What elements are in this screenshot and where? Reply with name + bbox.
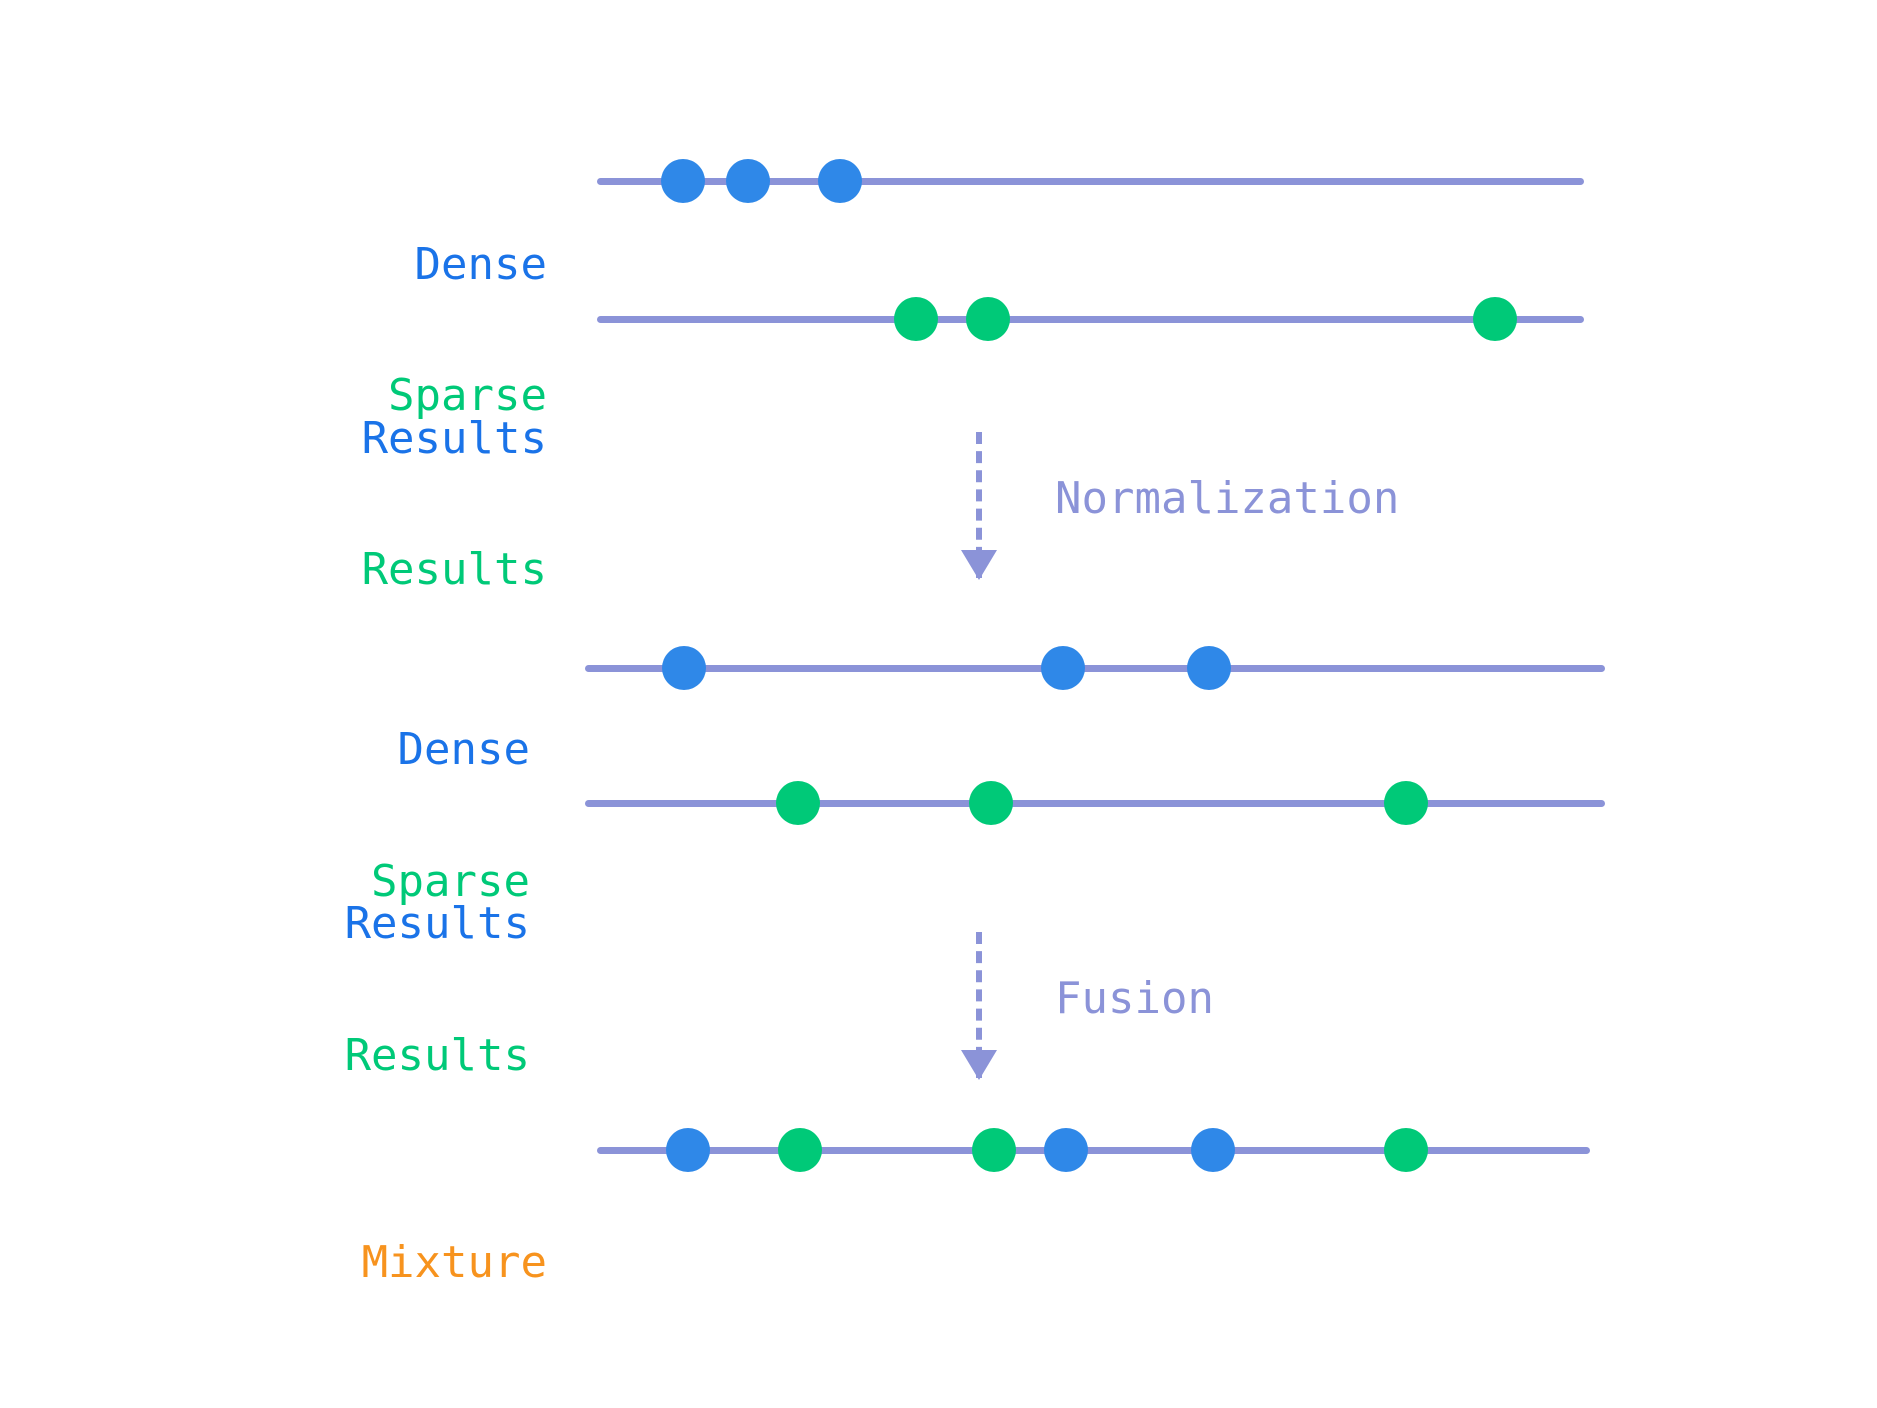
dot-top-dense-2: [726, 159, 770, 203]
track-mixture: [597, 1147, 1590, 1154]
row-label-mixture: Mixture: [362, 1118, 547, 1408]
track-mid-dense: [585, 665, 1605, 672]
arrow-head-icon: [961, 550, 997, 580]
dot-mid-dense-3: [1187, 646, 1231, 690]
row-label-line1: Sparse: [388, 370, 547, 421]
fusion-label: Fusion: [1055, 973, 1214, 1024]
row-label-mid-sparse: Sparse Results: [345, 737, 530, 1201]
row-label-line2: Results: [344, 898, 530, 949]
track-top-dense: [597, 178, 1584, 185]
arrow-shaft: [976, 932, 982, 1078]
row-label-line2: Results: [361, 544, 547, 595]
row-label-mid-dense: Dense Results: [345, 605, 530, 1069]
dot-top-sparse-3: [1473, 297, 1517, 341]
row-label-top-sparse: Sparse Results: [362, 251, 547, 715]
dot-top-sparse-2: [966, 297, 1010, 341]
dot-mixture-5: [1191, 1128, 1235, 1172]
arrow-shaft: [976, 432, 982, 578]
row-label-line1: Dense: [397, 724, 530, 775]
dot-top-dense-3: [818, 159, 862, 203]
normalization-arrow: [961, 432, 997, 580]
normalization-label: Normalization: [1055, 473, 1400, 524]
dot-mid-dense-1: [662, 646, 706, 690]
dot-mixture-1: [666, 1128, 710, 1172]
diagram-canvas: Dense Results Sparse Results Normalizati…: [344, 120, 1605, 1288]
row-label-line2: Results: [361, 413, 547, 464]
track-mid-sparse: [585, 800, 1605, 807]
row-label-top-dense: Dense Results: [362, 120, 547, 584]
fusion-arrow: [961, 932, 997, 1080]
dot-mixture-2: [778, 1128, 822, 1172]
track-top-sparse: [597, 316, 1584, 323]
dot-mid-sparse-1: [776, 781, 820, 825]
dot-mid-sparse-2: [969, 781, 1013, 825]
arrow-head-icon: [961, 1050, 997, 1080]
dot-mixture-3: [972, 1128, 1016, 1172]
dot-mixture-4: [1044, 1128, 1088, 1172]
dot-mixture-6: [1384, 1128, 1428, 1172]
dot-mid-dense-2: [1041, 646, 1085, 690]
row-label-line1: Mixture: [361, 1237, 547, 1288]
dot-top-dense-1: [661, 159, 705, 203]
row-label-line1: Sparse: [371, 856, 530, 907]
row-label-line2: Results: [344, 1030, 530, 1081]
dot-mid-sparse-3: [1384, 781, 1428, 825]
row-label-line1: Dense: [414, 239, 547, 290]
dot-top-sparse-1: [894, 297, 938, 341]
